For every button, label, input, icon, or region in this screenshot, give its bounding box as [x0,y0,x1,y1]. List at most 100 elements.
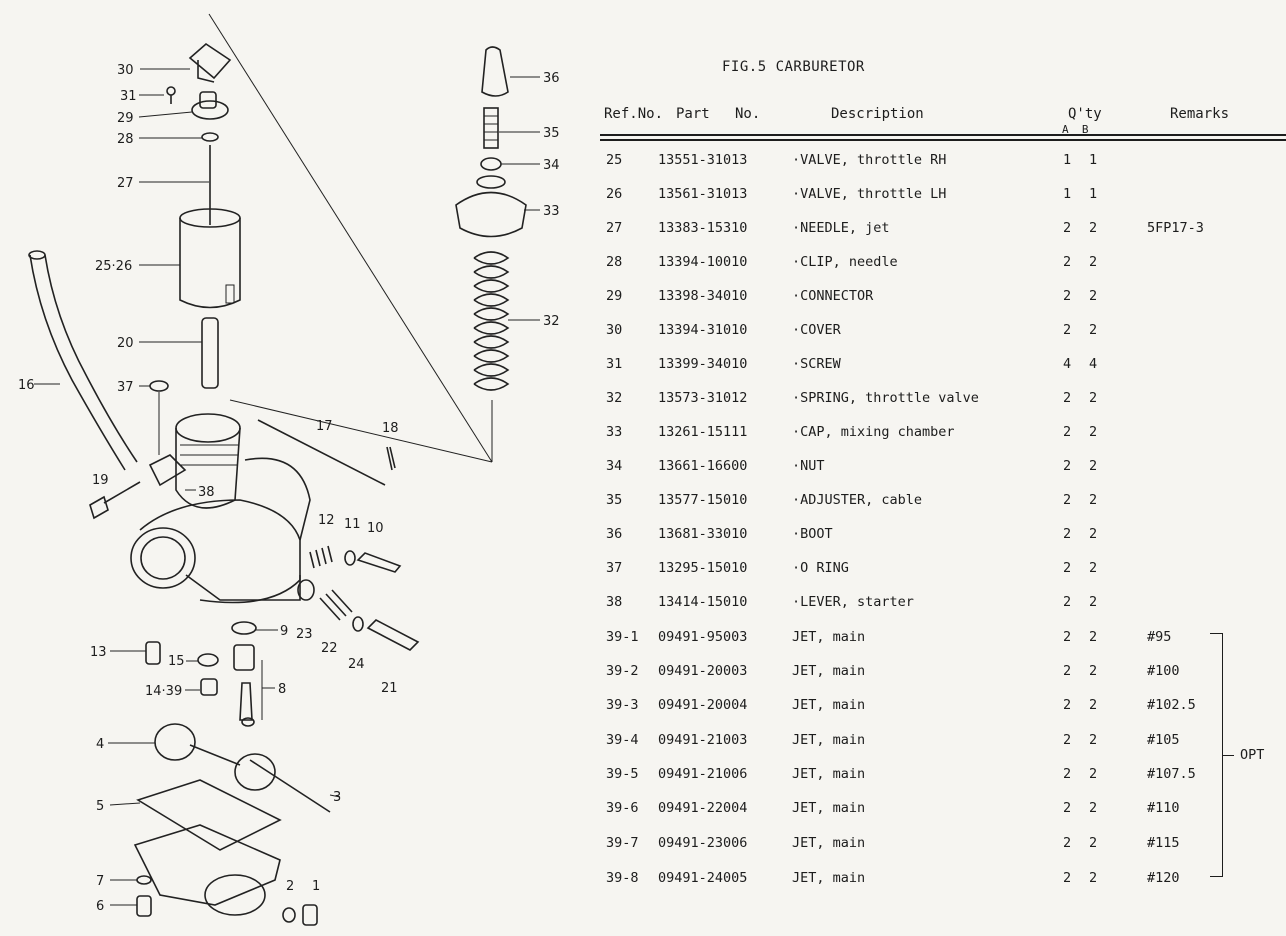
part-number: 13661-16600 [658,458,748,474]
qty-a: 2 [1063,800,1072,816]
ref-number: 39-8 [606,870,639,886]
header-qty-ab: A B [1062,123,1089,136]
qty-a: 2 [1063,697,1072,713]
callout: 6 [96,899,104,914]
ref-number: 39-6 [606,800,639,816]
callout: 32 [543,314,560,329]
description: JET, main [792,663,866,679]
table-row: 39-2 09491-20003 JET, main 2 2 #100 [0,654,1286,688]
callout: 5 [96,799,104,814]
description: ·BOOT [792,526,833,542]
ref-number: 32 [606,390,623,406]
table-row: 34 13661-16600 ·NUT 2 2 [0,449,1286,483]
qty-b: 2 [1089,732,1098,748]
remarks: #100 [1147,663,1180,679]
exploded-view-diagram: 30 31 29 28 27 25·26 20 16 37 19 38 17 1… [0,0,600,936]
qty-b: 2 [1089,766,1098,782]
qty-b: 2 [1089,697,1098,713]
qty-a: 2 [1063,594,1072,610]
qty-a: 2 [1063,732,1072,748]
part-number: 09491-20003 [658,663,748,679]
callout: 22 [321,641,338,656]
part-number: 13398-34010 [658,288,748,304]
ref-number: 39-1 [606,629,639,645]
callout: 29 [117,111,134,126]
callout: 35 [543,126,560,141]
part-number: 09491-22004 [658,800,748,816]
callout: 17 [316,419,333,434]
qty-b: 2 [1089,870,1098,886]
ref-number: 37 [606,560,623,576]
ref-number: 26 [606,186,623,202]
remarks: #115 [1147,835,1180,851]
description: ·VALVE, throttle LH [792,186,947,202]
header-part-no: Part No. [676,106,761,122]
ref-number: 39-5 [606,766,639,782]
remarks: #110 [1147,800,1180,816]
callout: 19 [92,473,109,488]
part-number: 13561-31013 [658,186,748,202]
callout: 1 [312,879,320,894]
qty-a: 2 [1063,526,1072,542]
table-row: 39-3 09491-20004 JET, main 2 2 #102.5 [0,688,1286,722]
table-row: 37 13295-15010 ·O RING 2 2 [0,551,1286,585]
callout: 16 [18,378,35,393]
qty-a: 2 [1063,766,1072,782]
figure-title: FIG.5 CARBURETOR [722,59,865,75]
table-row: 39-8 09491-24005 JET, main 2 2 #120 [0,861,1286,895]
callout: 31 [120,89,137,104]
description: ·ADJUSTER, cable [792,492,923,508]
qty-b: 2 [1089,288,1098,304]
qty-a: 2 [1063,390,1072,406]
table-row: 38 13414-15010 ·LEVER, starter 2 2 [0,585,1286,619]
qty-b: 1 [1089,186,1098,202]
callout: 14·39 [145,684,182,699]
description: ·VALVE, throttle RH [792,152,947,168]
qty-a: 2 [1063,835,1072,851]
callout: 10 [367,521,384,536]
callout: 20 [117,336,134,351]
table-row: 28 13394-10010 ·CLIP, needle 2 2 [0,245,1286,279]
qty-b: 2 [1089,835,1098,851]
ref-number: 30 [606,322,623,338]
description: ·SPRING, throttle valve [792,390,979,406]
remarks: #105 [1147,732,1180,748]
qty-a: 1 [1063,186,1072,202]
qty-a: 2 [1063,870,1072,886]
description: JET, main [792,732,866,748]
header-description: Description [831,106,924,122]
callout: 36 [543,71,560,86]
remarks: 5FP17-3 [1147,220,1204,236]
header-rule [600,134,1286,136]
header-ref-no: Ref.No. [604,106,664,122]
part-number: 13577-15010 [658,492,748,508]
description: JET, main [792,697,866,713]
remarks: #102.5 [1147,697,1196,713]
description: JET, main [792,870,866,886]
part-number: 13399-34010 [658,356,748,372]
opt-label: OPT [1240,747,1265,763]
table-row: 25 13551-31013 ·VALVE, throttle RH 1 1 [0,143,1286,177]
callout: 4 [96,737,104,752]
description: ·CONNECTOR [792,288,874,304]
qty-b: 2 [1089,492,1098,508]
part-number: 13681-33010 [658,526,748,542]
callout: 7 [96,874,104,889]
ref-number: 31 [606,356,623,372]
qty-b: 2 [1089,220,1098,236]
qty-b: 2 [1089,560,1098,576]
qty-a: 2 [1063,424,1072,440]
remarks: #95 [1147,629,1172,645]
opt-bracket-tick [1222,755,1234,757]
qty-a: 2 [1063,220,1072,236]
header-rule [600,139,1286,141]
remarks: #120 [1147,870,1180,886]
callout: 18 [382,421,399,436]
carburetor-diagram: 30 31 29 28 27 25·26 20 16 37 19 38 17 1… [18,13,560,926]
callout: 11 [344,517,361,532]
part-number: 09491-21003 [658,732,748,748]
callout: 2 [286,879,294,894]
callout: 15 [168,654,185,669]
qty-a: 2 [1063,629,1072,645]
description: ·CLIP, needle [792,254,898,270]
